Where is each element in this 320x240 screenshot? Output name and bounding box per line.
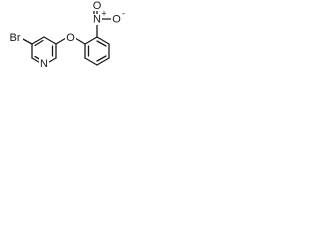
- label-bg: [111, 13, 122, 25]
- nitro-nitrogen-atom: N: [93, 13, 101, 25]
- bond-c-c: [84, 36, 98, 45]
- nitro-oxygen-top-atom: O: [93, 0, 102, 12]
- bond-double-inner: [96, 55, 107, 62]
- bond-c-c: [31, 36, 45, 45]
- structure-canvas: Br N O N + O O -: [0, 0, 143, 84]
- bromine-atom: Br: [10, 32, 21, 44]
- positive-charge: +: [101, 8, 106, 18]
- bond-o-c: [74, 37, 86, 45]
- benzene-ring: [84, 36, 110, 66]
- bond-double-inner: [34, 39, 44, 47]
- label-bg: [39, 58, 49, 70]
- nitro-oxygen-side-atom: O: [112, 13, 121, 25]
- ether-oxygen-atom: O: [66, 32, 75, 44]
- bond-c-c: [84, 57, 98, 66]
- bond-double-inner: [96, 40, 107, 47]
- bond-c-c: [96, 57, 110, 66]
- chemical-structure: Br N O N + O O -: [8, 0, 125, 70]
- label-bg: [92, 1, 102, 11]
- label-bg: [92, 14, 102, 25]
- negative-charge: -: [122, 8, 125, 18]
- bond-c-c: [96, 36, 110, 45]
- bond-c-c: [43, 36, 57, 45]
- bond-c-o: [55, 37, 67, 45]
- label-bg: [65, 32, 76, 44]
- pyridine-nitrogen-atom: N: [40, 58, 48, 70]
- label-bg: [8, 32, 23, 44]
